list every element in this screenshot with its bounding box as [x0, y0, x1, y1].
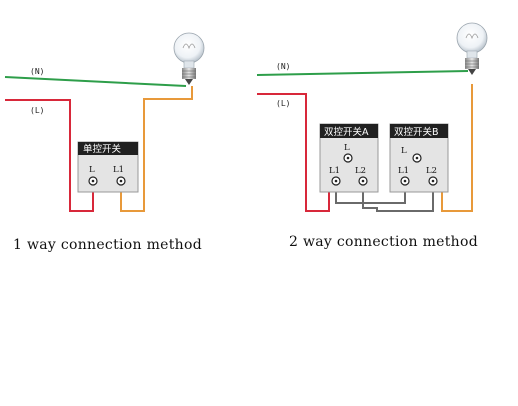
left-live-label: (L)	[30, 106, 44, 115]
single-switch-title: 单控开关	[83, 143, 122, 155]
left-neutral-label: (N)	[30, 67, 44, 76]
single-switch-terminal-l: L	[89, 165, 95, 175]
right-bulb-icon	[456, 22, 488, 75]
switch-b-terminal-l: L	[401, 146, 407, 156]
switch-b-title: 双控开关B	[394, 126, 439, 138]
switch-b-terminal-l2: L2	[426, 166, 437, 176]
left-live-wire	[5, 99, 94, 212]
switch-a-terminal-l: L	[344, 143, 350, 153]
switch-b-terminal-l1: L1	[398, 166, 409, 176]
one-way-caption: 1 way connection method	[13, 237, 202, 253]
right-neutral-label: (N)	[276, 62, 290, 71]
left-bulb-icon	[173, 32, 205, 85]
traveller-wire-l1	[335, 183, 406, 204]
switch-a-terminal-l2: L2	[355, 166, 366, 176]
switch-a-terminal-l1: L1	[329, 166, 340, 176]
two-way-caption: 2 way connection method	[289, 234, 478, 250]
single-switch: 单控开关 L L1	[77, 141, 139, 193]
two-way-switch-b: 双控开关B L L1 L2	[389, 123, 449, 193]
left-switched-wire	[120, 86, 193, 212]
two-way-switch-a: 双控开关A L L1 L2	[319, 123, 379, 193]
traveller-wire-l2	[362, 183, 434, 212]
left-neutral-wire	[4, 76, 187, 87]
right-live-label: (L)	[276, 99, 290, 108]
single-switch-terminal-l1: L1	[113, 165, 124, 175]
switch-a-title: 双控开关A	[324, 126, 369, 138]
right-neutral-wire	[256, 70, 469, 76]
